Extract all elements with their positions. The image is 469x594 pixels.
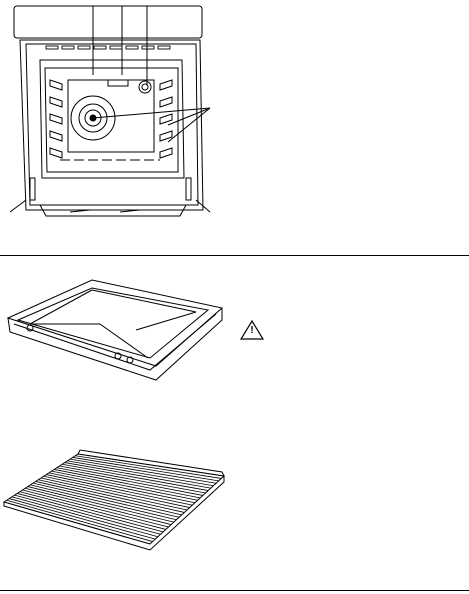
baking-tray-illustration	[0, 262, 469, 412]
control-panel	[14, 6, 202, 38]
section-divider	[0, 255, 469, 256]
baking-tray-drawing	[0, 262, 469, 412]
shelf-wire	[67, 461, 213, 486]
wire-shelf-illustration	[0, 440, 469, 560]
wire-shelf-drawing	[0, 440, 469, 560]
warning-triangle-icon: !	[239, 319, 265, 341]
warning-mark: !	[239, 325, 265, 336]
shelf-wire	[7, 500, 153, 541]
shelf-wire	[9, 499, 155, 540]
oven-drawing	[0, 0, 469, 254]
oven-interior-illustration	[0, 0, 469, 254]
section-divider	[0, 590, 469, 591]
